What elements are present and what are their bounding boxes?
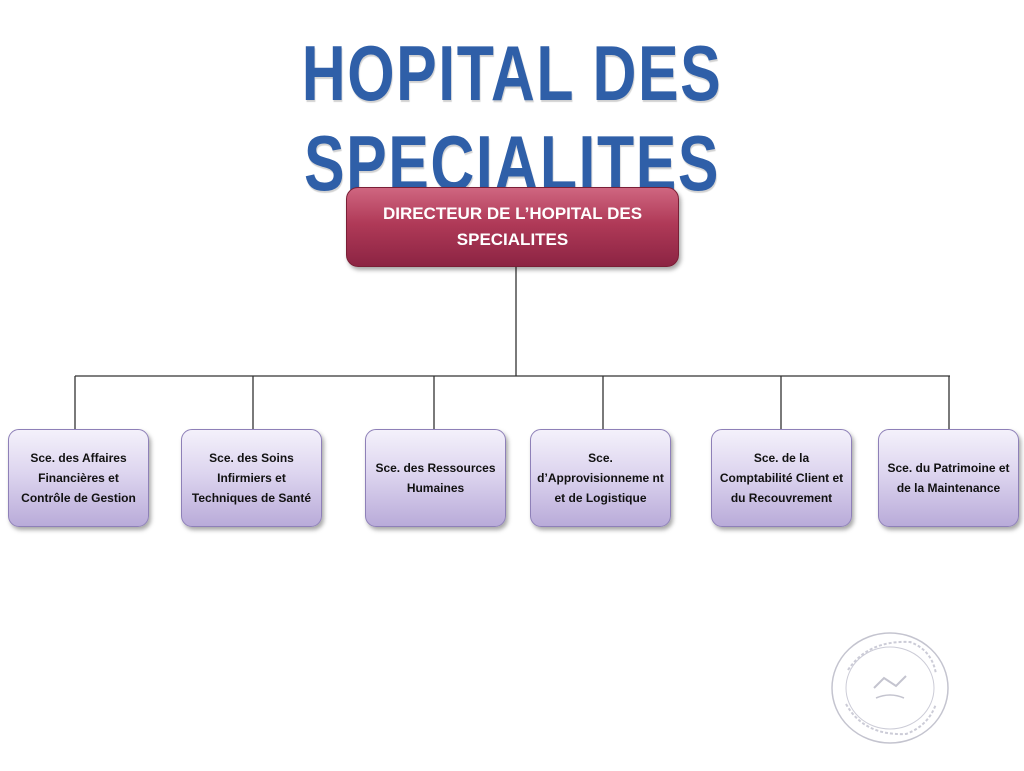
official-stamp-icon xyxy=(831,632,949,744)
service-label: Sce. du Patrimoine et de la Maintenance xyxy=(887,461,1010,495)
service-box-approvisionnement: Sce. d’Approvisionneme nt et de Logistiq… xyxy=(530,429,671,527)
service-label: Sce. des Ressources Humaines xyxy=(375,461,496,495)
service-box-soins-infirmiers: Sce. des Soins Infirmiers et Techniques … xyxy=(181,429,322,527)
service-label: Sce. des Affaires Financières et Contrôl… xyxy=(21,451,136,505)
service-box-ressources-humaines: Sce. des Ressources Humaines xyxy=(365,429,506,527)
service-box-comptabilite-client: Sce. de la Comptabilité Client et du Rec… xyxy=(711,429,852,527)
director-box: DIRECTEUR DE L’HOPITAL DES SPECIALITES xyxy=(346,187,679,267)
service-box-patrimoine-maintenance: Sce. du Patrimoine et de la Maintenance xyxy=(878,429,1019,527)
service-label: Sce. des Soins Infirmiers et Techniques … xyxy=(191,451,312,505)
service-label: Sce. de la Comptabilité Client et du Rec… xyxy=(719,451,844,505)
service-box-affaires-financieres: Sce. des Affaires Financières et Contrôl… xyxy=(8,429,149,527)
director-label: DIRECTEUR DE L’HOPITAL DES SPECIALITES xyxy=(382,204,643,249)
service-label: Sce. d’Approvisionneme nt et de Logistiq… xyxy=(537,451,664,505)
page-title: HOPITAL DES SPECIALITES xyxy=(301,29,723,207)
